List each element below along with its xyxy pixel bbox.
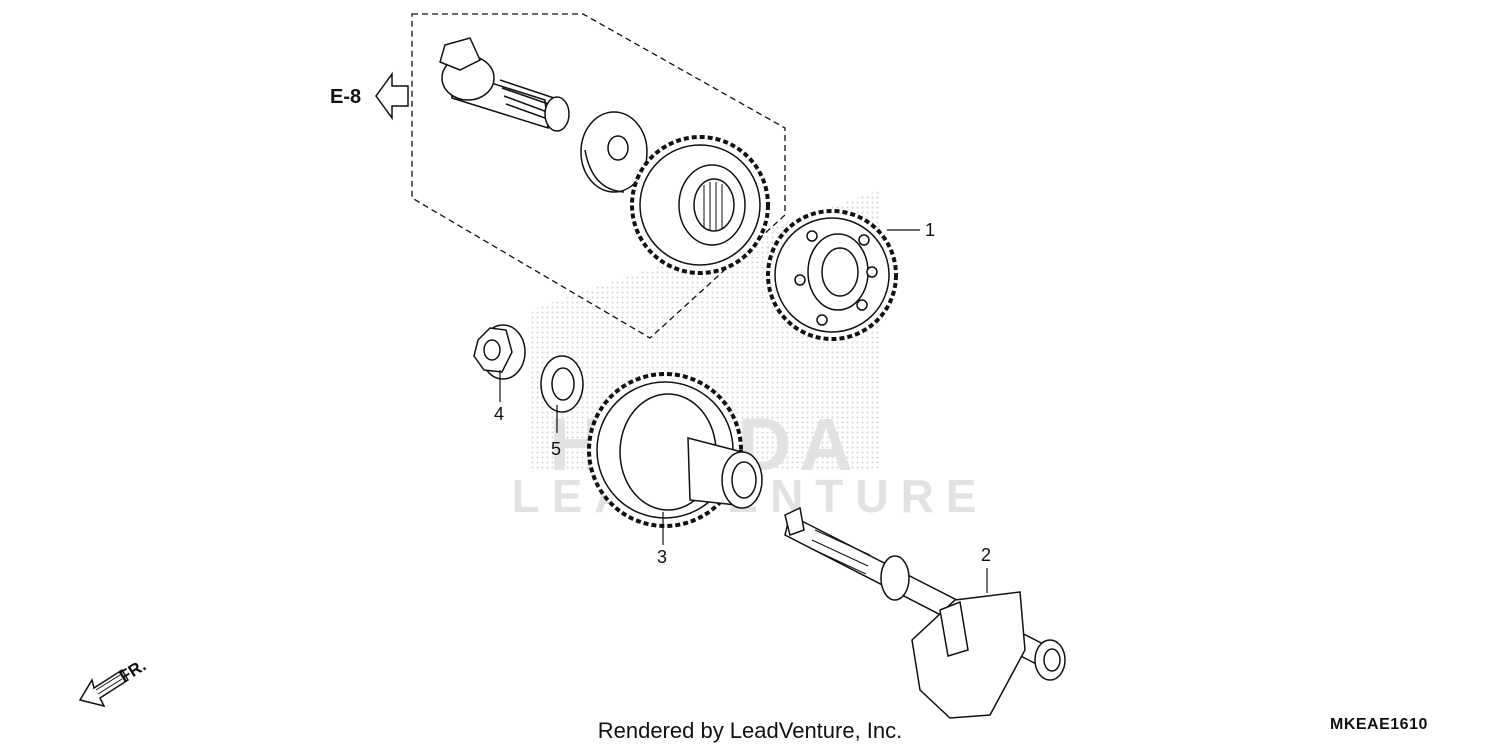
part-3-gear	[587, 372, 763, 528]
callout-1: 1	[925, 220, 935, 240]
reference-label: E-8	[330, 86, 361, 108]
rendered-by-footer: Rendered by LeadVenture, Inc.	[597, 718, 903, 743]
callout-4: 4	[494, 404, 504, 424]
drawing-code: MKEAE1610	[1330, 716, 1428, 733]
front-arrow-icon	[78, 668, 130, 708]
part-4-flange-nut	[473, 324, 526, 380]
callout-5: 5	[551, 439, 561, 459]
part-1-gear	[766, 209, 898, 341]
callout-2: 2	[981, 545, 991, 565]
subassembly-outline	[411, 13, 786, 339]
upper-gear	[630, 135, 770, 275]
reference-e8: E-8	[330, 71, 409, 121]
reference-arrow-icon	[375, 71, 409, 121]
front-direction: FR.	[78, 656, 149, 708]
callout-3: 3	[657, 547, 667, 567]
part-5-washer	[540, 355, 584, 413]
washer	[580, 111, 648, 193]
part-2-balancer-shaft	[784, 506, 1066, 719]
leader-lines	[499, 229, 988, 593]
flange-bolt	[439, 37, 570, 132]
